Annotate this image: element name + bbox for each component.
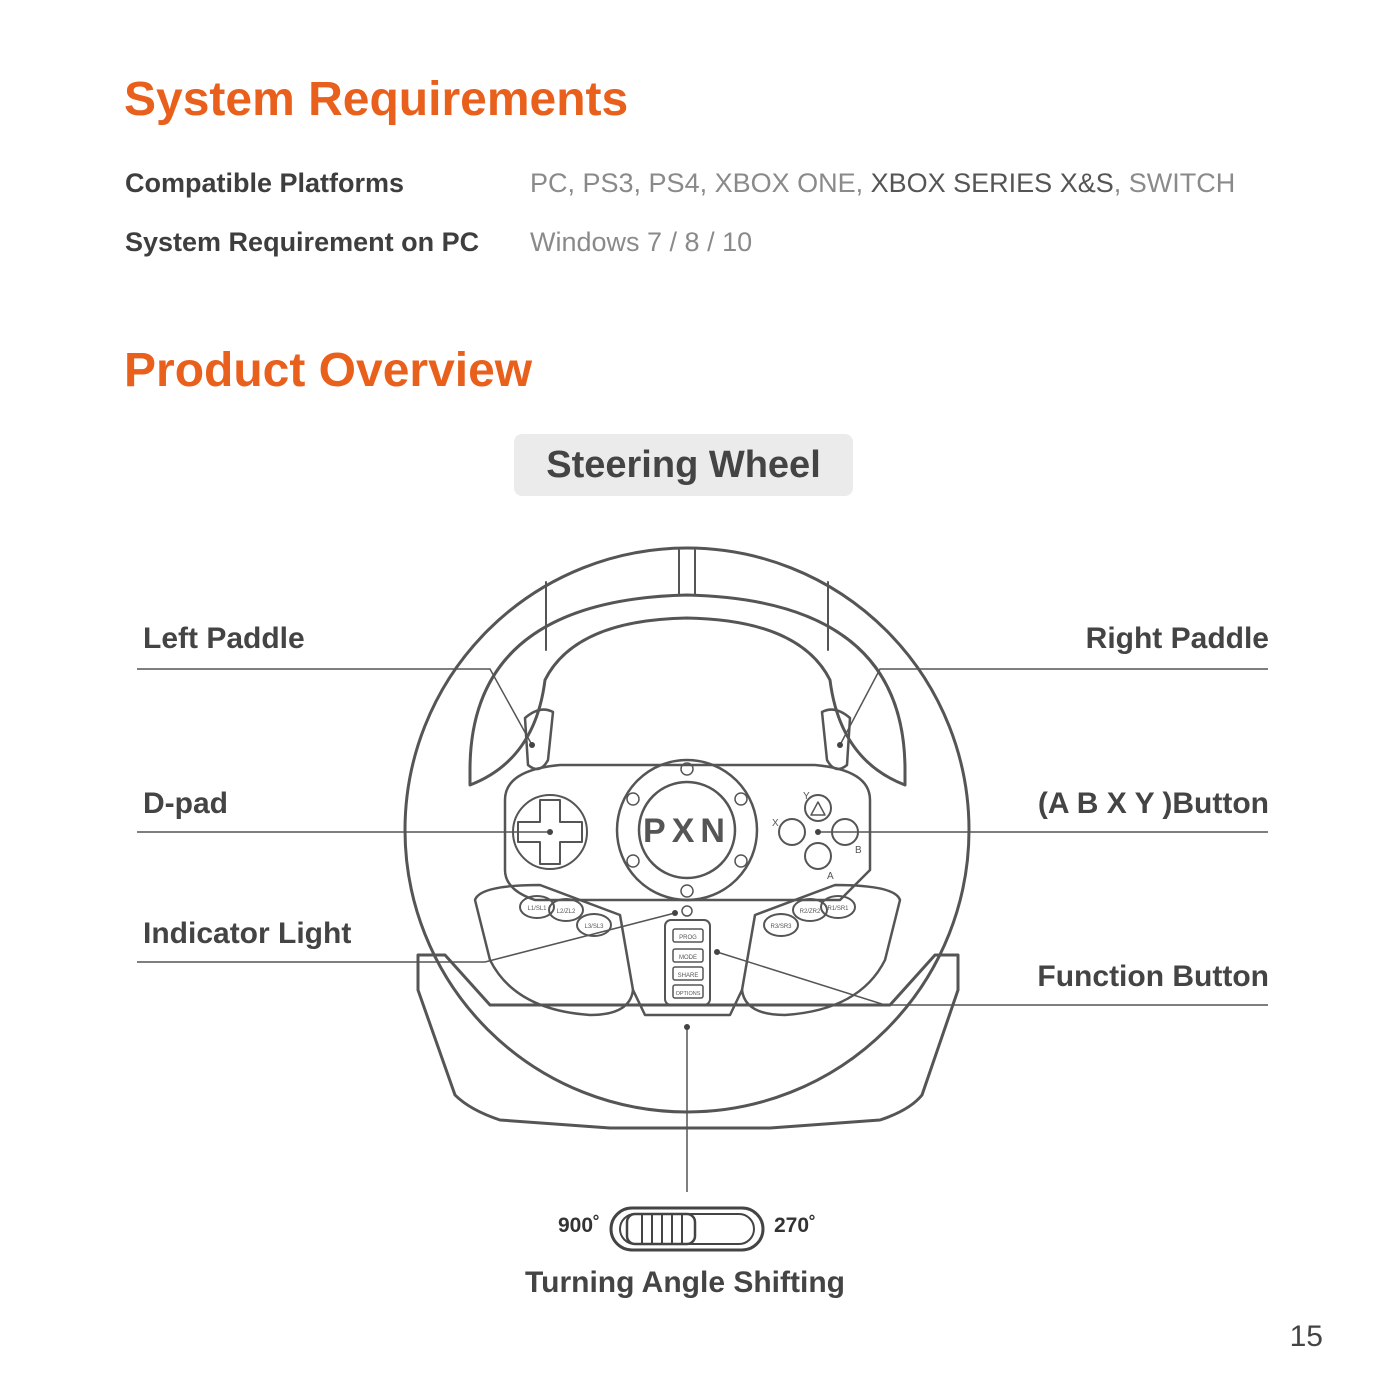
right-grip bbox=[740, 883, 902, 1017]
left-paddle-label: Left Paddle bbox=[143, 622, 305, 655]
function-leader bbox=[716, 951, 1268, 1006]
x-button bbox=[778, 818, 806, 846]
share-label: SHARE bbox=[678, 973, 699, 979]
indicator-light-label: Indicator Light bbox=[143, 917, 352, 950]
r3-label: R3/SR3 bbox=[770, 924, 792, 930]
options-label: OPTIONS bbox=[676, 991, 701, 997]
indicator-light bbox=[681, 905, 693, 917]
l1-label: L1/SL1 bbox=[527, 906, 547, 912]
page-number: 15 bbox=[1289, 1320, 1323, 1353]
prog-label: PROG bbox=[679, 935, 697, 941]
steering-wheel-badge: Steering Wheel bbox=[514, 434, 853, 496]
dpad-label: D-pad bbox=[143, 787, 228, 820]
a-button bbox=[804, 842, 832, 870]
compatible-platforms-label: Compatible Platforms bbox=[125, 168, 405, 198]
y-label: Y bbox=[803, 791, 810, 802]
r1-label: R1/SR1 bbox=[827, 906, 849, 912]
right-paddle bbox=[820, 708, 852, 771]
platforms-part-3: , SWITCH bbox=[1113, 168, 1236, 198]
x-label: X bbox=[772, 818, 779, 829]
platforms-part-2: XBOX SERIES X&S bbox=[870, 168, 1114, 198]
compatible-platforms-value: PC, PS3, PS4, XBOX ONE, XBOX SERIES X&S,… bbox=[530, 170, 1235, 197]
wheel-rim-inner bbox=[468, 593, 907, 787]
system-requirements-heading: System Requirements bbox=[124, 73, 629, 126]
pc-requirement-label: System Requirement on PC bbox=[125, 227, 480, 257]
b-label: B bbox=[855, 845, 862, 856]
angle-270-label: 270˚ bbox=[774, 1214, 817, 1237]
mode-label: MODE bbox=[679, 955, 697, 961]
dpad-cross bbox=[517, 799, 583, 865]
right-paddle-label: Right Paddle bbox=[1085, 622, 1269, 655]
abxy-label: (A B X Y )Button bbox=[1037, 787, 1269, 820]
platforms-part-1: PC, PS3, PS4, XBOX ONE, bbox=[530, 168, 871, 198]
turning-angle-caption: Turning Angle Shifting bbox=[525, 1266, 845, 1299]
logo-text: PXN bbox=[643, 812, 731, 850]
function-button-label: Function Button bbox=[1037, 960, 1269, 993]
l2-label: L2/ZL2 bbox=[557, 909, 576, 915]
product-overview-heading: Product Overview bbox=[124, 344, 533, 397]
left-paddle bbox=[523, 708, 555, 771]
a-label: A bbox=[827, 871, 834, 882]
angle-switch bbox=[609, 1206, 765, 1252]
wheel-base bbox=[416, 953, 960, 1130]
y-button bbox=[804, 794, 832, 822]
l3-label: L3/SL3 bbox=[584, 924, 604, 930]
r2-label: R2/ZR2 bbox=[800, 909, 821, 915]
pc-requirement-value: Windows 7 / 8 / 10 bbox=[530, 227, 753, 257]
function-panel bbox=[664, 919, 711, 1006]
indicator-leader bbox=[137, 912, 676, 963]
left-paddle-leader bbox=[137, 668, 533, 746]
left-grip bbox=[473, 883, 635, 1017]
right-paddle-leader bbox=[839, 668, 1268, 746]
angle-900-label: 900˚ bbox=[558, 1214, 601, 1237]
